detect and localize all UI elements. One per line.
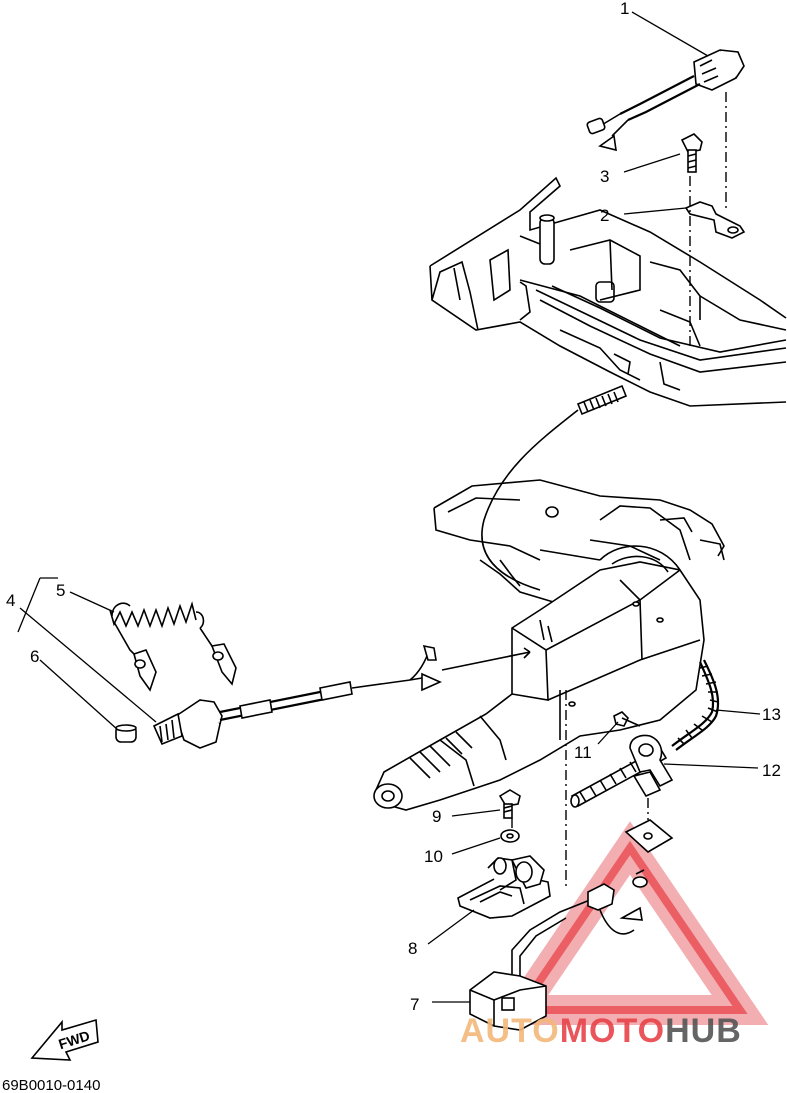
upper-casing	[429, 176, 787, 407]
callout-8: 8	[408, 939, 417, 958]
callout-10: 10	[424, 847, 443, 866]
mount-plate	[624, 798, 674, 853]
alignment-lines-bottom	[511, 690, 567, 888]
watermark-auto: AUTO	[460, 1012, 560, 1050]
throttle-cable	[481, 384, 628, 591]
callout-1: 1	[620, 0, 629, 18]
callout-labels: 1 2 3 4 5 6 7 8 9 10 11 12 13	[6, 0, 781, 1014]
svg-text:AUTOMOTOHUB: AUTOMOTOHUB	[460, 1012, 742, 1050]
part-4-stop-switch	[152, 644, 442, 749]
callout-2: 2	[600, 206, 609, 225]
leader-lines	[17, 11, 761, 1003]
callout-11: 11	[574, 743, 592, 762]
part-2-bracket	[684, 201, 746, 239]
callout-3: 3	[600, 167, 609, 186]
part-7-box	[469, 869, 648, 1031]
tiller-handle	[373, 545, 705, 811]
fwd-arrow-icon: FWD	[30, 1018, 99, 1061]
callout-12: 12	[762, 761, 781, 780]
watermark-hub: HUB	[665, 1012, 742, 1050]
watermark-moto: MOTO	[560, 1012, 665, 1050]
part-9-bolt	[498, 789, 521, 819]
part-12-clamp	[629, 734, 674, 798]
callout-7: 7	[410, 995, 419, 1014]
part-5-lanyard	[109, 601, 237, 692]
callout-4: 4	[6, 591, 15, 610]
watermark-triangle	[491, 821, 769, 1025]
part-3-bolt	[680, 133, 703, 173]
diagram-part-code: 69B0010-0140	[2, 1077, 100, 1093]
watermark-logo: AUTOMOTOHUB	[460, 1012, 742, 1050]
part-1-switch	[586, 49, 745, 152]
callout-13: 13	[762, 705, 781, 724]
alignment-lines-top	[689, 92, 727, 350]
callout-5: 5	[56, 581, 65, 600]
part-10-washer	[500, 829, 520, 843]
callout-9: 9	[432, 807, 441, 826]
part-8-bracket	[457, 855, 551, 919]
part-6-cap	[115, 724, 137, 743]
insert-arrow	[441, 647, 531, 671]
callout-6: 6	[30, 647, 39, 666]
